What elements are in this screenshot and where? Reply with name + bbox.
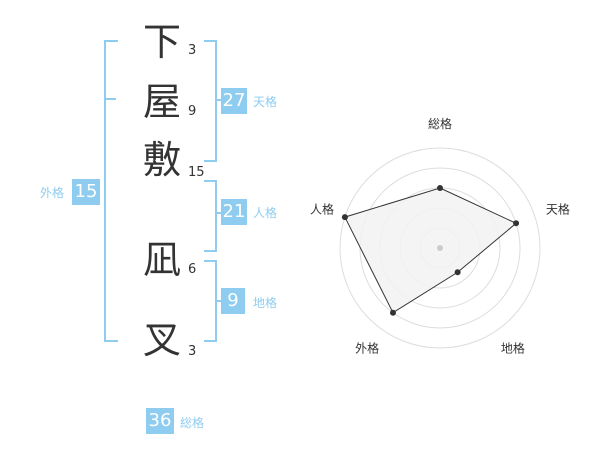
radar-axis-label-5: 人格: [310, 202, 334, 217]
tenkaku-label: 天格: [253, 95, 278, 109]
radar-axis-label-4: 外格: [355, 340, 379, 355]
name-char-2: 屋: [142, 80, 181, 124]
stroke-count-1: 3: [188, 43, 197, 58]
bracket-connector: [215, 212, 221, 214]
radar-point-5: [341, 214, 348, 221]
gaikaku-bracket: [104, 40, 118, 342]
chikaku-label: 地格: [253, 296, 278, 310]
tenkaku-bracket: [204, 40, 217, 162]
soukaku-label: 総格: [180, 416, 205, 430]
bracket-connector: [215, 99, 221, 101]
radar-point-2: [513, 220, 520, 227]
name-char-4: 凪: [142, 238, 181, 282]
bracket-connector: [215, 300, 221, 302]
radar-grid-ring: [339, 147, 541, 349]
stroke-count-3: 15: [188, 165, 205, 180]
jinkaku-bracket: [204, 180, 217, 252]
radar-axis-label-2: 天格: [546, 202, 570, 217]
name-char-1: 下: [142, 20, 181, 64]
name-char-3: 敷: [142, 138, 181, 182]
stroke-count-4: 6: [188, 262, 197, 277]
tenkaku-value: 27: [221, 88, 247, 114]
radar-center-point: [437, 245, 443, 251]
jinkaku-label: 人格: [253, 206, 278, 220]
gaikaku-label: 外格: [40, 186, 65, 200]
soukaku-value: 36: [146, 408, 174, 434]
radar-points: [341, 185, 520, 316]
jinkaku-value: 21: [221, 199, 247, 225]
radar-point-4: [389, 309, 396, 316]
radar-axis-label-3: 地格: [501, 340, 525, 355]
bracket-divider: [104, 98, 116, 100]
radar-point-3: [454, 269, 461, 276]
gaikaku-value: 15: [72, 179, 100, 205]
stroke-count-5: 3: [188, 344, 197, 359]
name-char-5: 叉: [142, 318, 181, 362]
radar-axis-label-1: 総格: [428, 116, 452, 131]
stroke-count-2: 9: [188, 104, 197, 119]
radar-point-1: [437, 185, 443, 191]
radar-series-polygon: [344, 187, 518, 314]
chikaku-value: 9: [221, 288, 245, 314]
